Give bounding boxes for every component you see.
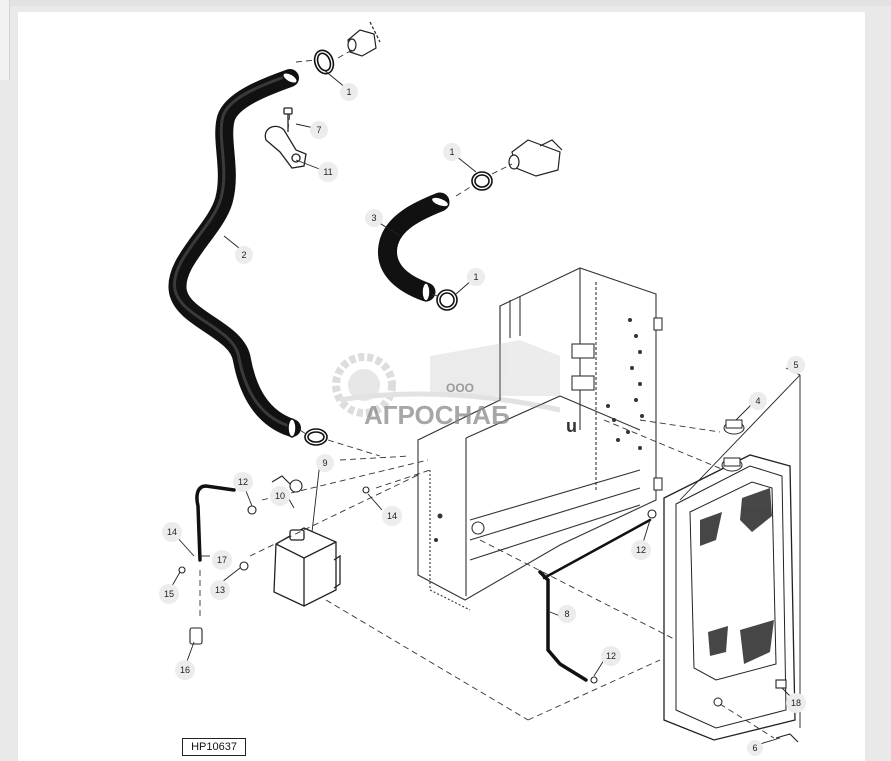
- svg-text:12: 12: [238, 477, 248, 487]
- viewer-top-edge: [0, 0, 891, 6]
- overflow-tube: [195, 484, 652, 682]
- callout-1: 1: [467, 268, 485, 286]
- svg-text:6: 6: [752, 743, 757, 753]
- callout-14: 14: [162, 522, 182, 542]
- svg-text:9: 9: [322, 458, 327, 468]
- svg-text:4: 4: [755, 396, 760, 406]
- svg-text:1: 1: [473, 272, 478, 282]
- callout-7: 7: [310, 121, 328, 139]
- svg-text:17: 17: [217, 555, 227, 565]
- svg-text:2: 2: [241, 250, 246, 260]
- callout-15: 15: [159, 584, 179, 604]
- svg-text:15: 15: [164, 589, 174, 599]
- svg-text:12: 12: [636, 545, 646, 555]
- watermark-logo: [332, 340, 561, 417]
- svg-text:1: 1: [449, 147, 454, 157]
- callout-5: 5: [787, 356, 805, 374]
- callout-13: 13: [210, 580, 230, 600]
- coolant-overflow-tank: [273, 527, 341, 607]
- hose-clamps: [304, 49, 493, 446]
- svg-text:5: 5: [793, 360, 798, 370]
- engine-outlet-fitting-upper: [347, 21, 381, 57]
- callout-11: 11: [318, 162, 338, 182]
- callout-18: 18: [786, 693, 806, 713]
- drawing-reference-label: HP10637: [182, 738, 246, 756]
- watermark-prefix: ООО: [446, 381, 474, 395]
- svg-text:13: 13: [215, 585, 225, 595]
- callout-6: 6: [747, 740, 763, 756]
- svg-text:3: 3: [371, 213, 376, 223]
- svg-text:16: 16: [180, 665, 190, 675]
- hose-bracket: [264, 107, 307, 169]
- svg-text:10: 10: [275, 491, 285, 501]
- svg-text:18: 18: [791, 698, 801, 708]
- callout-16: 16: [175, 660, 195, 680]
- radiator-frame: [417, 267, 663, 611]
- callout-12: 12: [631, 540, 651, 560]
- callout-9: 9: [316, 454, 334, 472]
- small-hardware: [178, 475, 799, 743]
- callout-1: 1: [340, 83, 358, 101]
- upper-radiator-hose: [168, 69, 301, 438]
- svg-text:11: 11: [323, 167, 332, 177]
- svg-text:1: 1: [346, 87, 351, 97]
- callout-2: 2: [235, 246, 253, 264]
- svg-text:8: 8: [564, 609, 569, 619]
- svg-text:14: 14: [387, 511, 397, 521]
- callout-12: 12: [601, 646, 621, 666]
- svg-text:14: 14: [167, 527, 177, 537]
- svg-text:7: 7: [316, 125, 321, 135]
- callouts: 1 7 11 2 1 3 1 5 4 9 10 12 14 14 17 15 1…: [159, 83, 806, 756]
- callout-14: 14: [382, 506, 402, 526]
- watermark-company-name: АГРОСНАБ: [364, 400, 510, 430]
- radiator-assembly: [663, 419, 796, 741]
- assembly-lines: [199, 49, 775, 739]
- callout-4: 4: [749, 392, 767, 410]
- callout-10: 10: [270, 486, 290, 506]
- svg-text:12: 12: [606, 651, 616, 661]
- lower-radiator-hose: [378, 192, 450, 302]
- callout-17: 17: [212, 550, 232, 570]
- callout-3: 3: [365, 209, 383, 227]
- engine-outlet-fitting-lower: [508, 139, 563, 177]
- callout-1: 1: [443, 143, 461, 161]
- viewer-left-panel-edge: [0, 0, 10, 80]
- watermark-trailing-letter: u: [566, 416, 577, 436]
- callout-12: 12: [233, 472, 253, 492]
- callout-8: 8: [558, 605, 576, 623]
